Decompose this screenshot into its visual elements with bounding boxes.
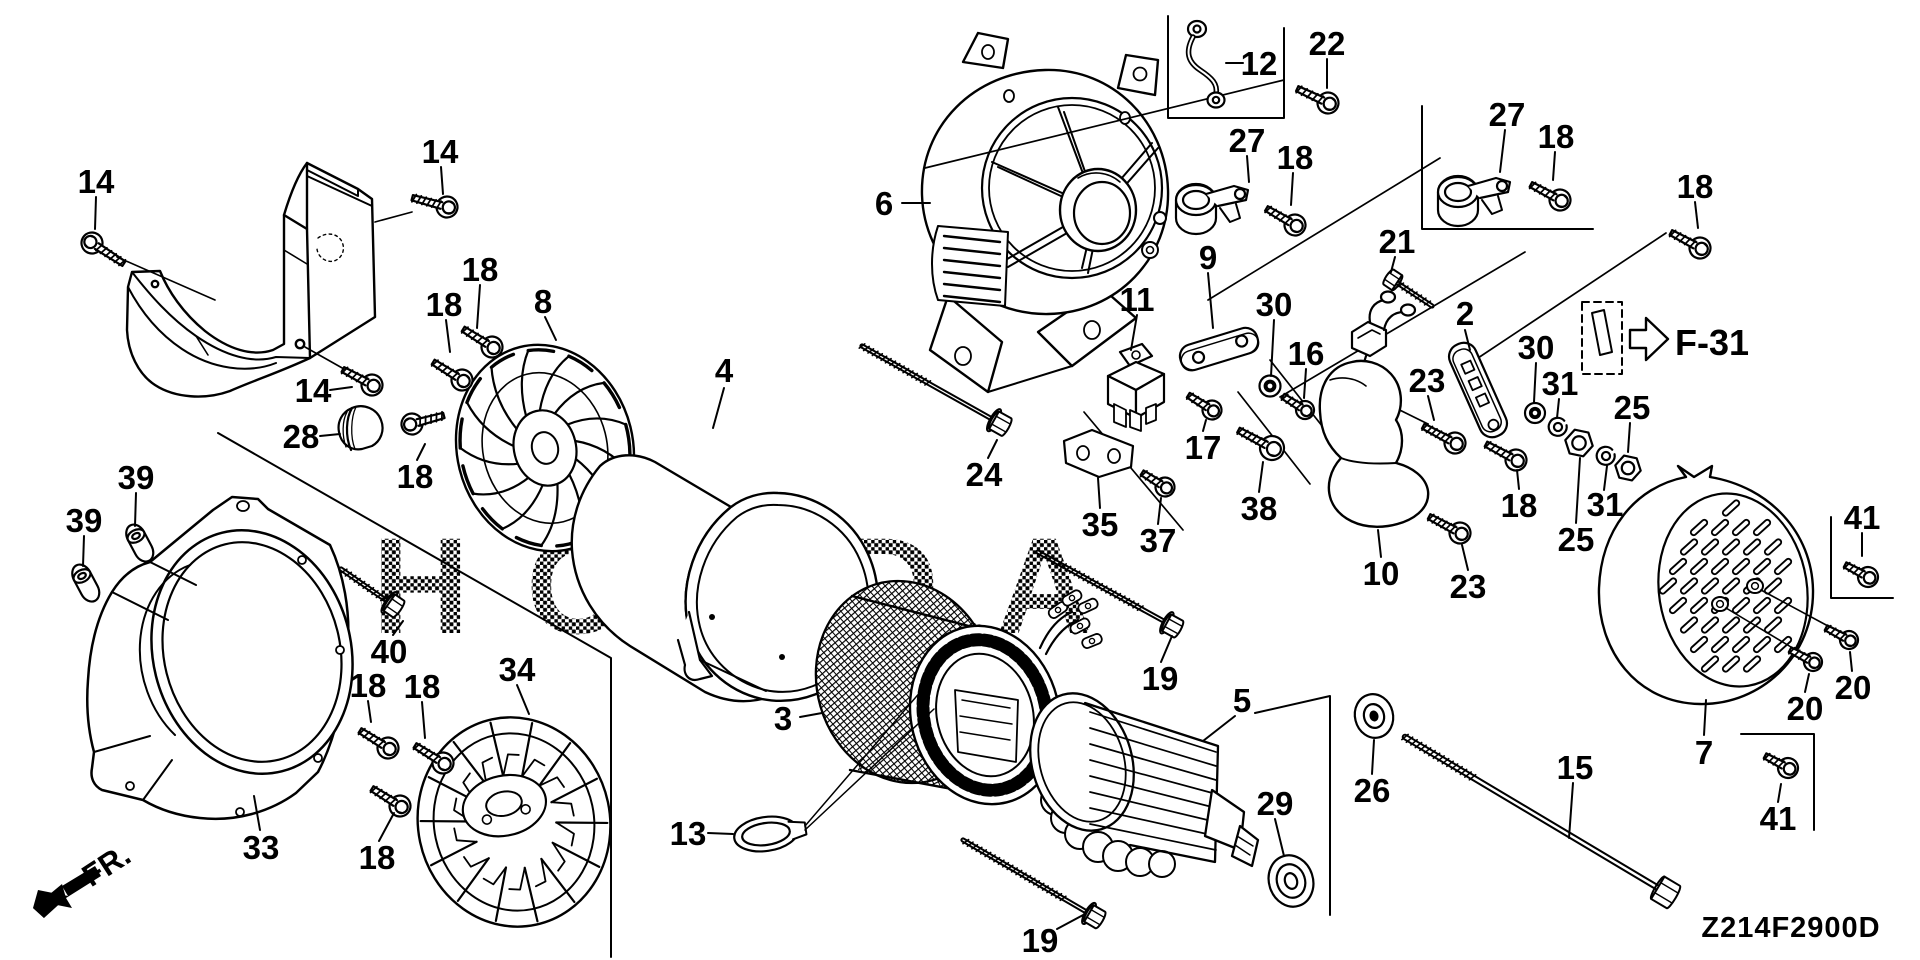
svg-text:26: 26 [1354, 772, 1391, 809]
svg-text:18: 18 [397, 458, 434, 495]
svg-text:10: 10 [1363, 555, 1400, 592]
svg-text:34: 34 [499, 651, 536, 688]
svg-text:18: 18 [404, 668, 441, 705]
svg-text:31: 31 [1542, 365, 1579, 402]
svg-text:23: 23 [1409, 362, 1446, 399]
svg-text:14: 14 [422, 133, 459, 170]
svg-text:8: 8 [534, 283, 552, 320]
svg-text:35: 35 [1082, 506, 1119, 543]
svg-text:18: 18 [359, 839, 396, 876]
svg-text:33: 33 [243, 829, 280, 866]
svg-text:39: 39 [118, 459, 155, 496]
svg-text:16: 16 [1288, 335, 1325, 372]
svg-text:21: 21 [1379, 223, 1416, 260]
svg-text:20: 20 [1835, 669, 1872, 706]
svg-text:2: 2 [1456, 295, 1474, 332]
svg-text:9: 9 [1199, 239, 1217, 276]
svg-text:23: 23 [1450, 568, 1487, 605]
svg-text:27: 27 [1229, 122, 1266, 159]
svg-text:40: 40 [371, 633, 408, 670]
svg-text:20: 20 [1787, 690, 1824, 727]
svg-text:14: 14 [78, 163, 115, 200]
svg-text:13: 13 [670, 815, 707, 852]
svg-text:15: 15 [1557, 749, 1594, 786]
svg-text:18: 18 [1538, 118, 1575, 155]
svg-text:7: 7 [1695, 734, 1713, 771]
svg-text:22: 22 [1309, 25, 1346, 62]
svg-text:19: 19 [1142, 660, 1179, 697]
svg-text:39: 39 [66, 502, 103, 539]
svg-text:6: 6 [875, 185, 893, 222]
svg-text:4: 4 [715, 352, 734, 389]
svg-text:5: 5 [1233, 682, 1251, 719]
svg-text:31: 31 [1587, 486, 1624, 523]
svg-text:18: 18 [462, 251, 499, 288]
svg-text:3: 3 [774, 700, 792, 737]
svg-text:11: 11 [1120, 281, 1155, 318]
svg-text:24: 24 [966, 456, 1003, 493]
svg-text:37: 37 [1140, 522, 1177, 559]
svg-text:28: 28 [283, 418, 320, 455]
svg-text:25: 25 [1558, 521, 1595, 558]
svg-text:29: 29 [1257, 785, 1294, 822]
svg-text:18: 18 [350, 667, 387, 704]
svg-text:18: 18 [1277, 139, 1314, 176]
svg-text:27: 27 [1489, 96, 1526, 133]
svg-text:41: 41 [1844, 499, 1881, 536]
svg-text:30: 30 [1518, 329, 1555, 366]
svg-text:F-31: F-31 [1675, 322, 1749, 363]
svg-text:14: 14 [295, 372, 332, 409]
svg-text:18: 18 [1677, 168, 1714, 205]
svg-text:41: 41 [1760, 800, 1797, 837]
svg-text:25: 25 [1614, 389, 1651, 426]
svg-text:30: 30 [1256, 286, 1293, 323]
svg-text:18: 18 [426, 286, 463, 323]
svg-text:17: 17 [1185, 429, 1222, 466]
svg-text:Z214F2900D: Z214F2900D [1701, 912, 1880, 944]
svg-text:18: 18 [1501, 487, 1538, 524]
svg-text:12: 12 [1241, 45, 1278, 82]
svg-text:38: 38 [1241, 490, 1278, 527]
svg-text:19: 19 [1022, 922, 1059, 959]
